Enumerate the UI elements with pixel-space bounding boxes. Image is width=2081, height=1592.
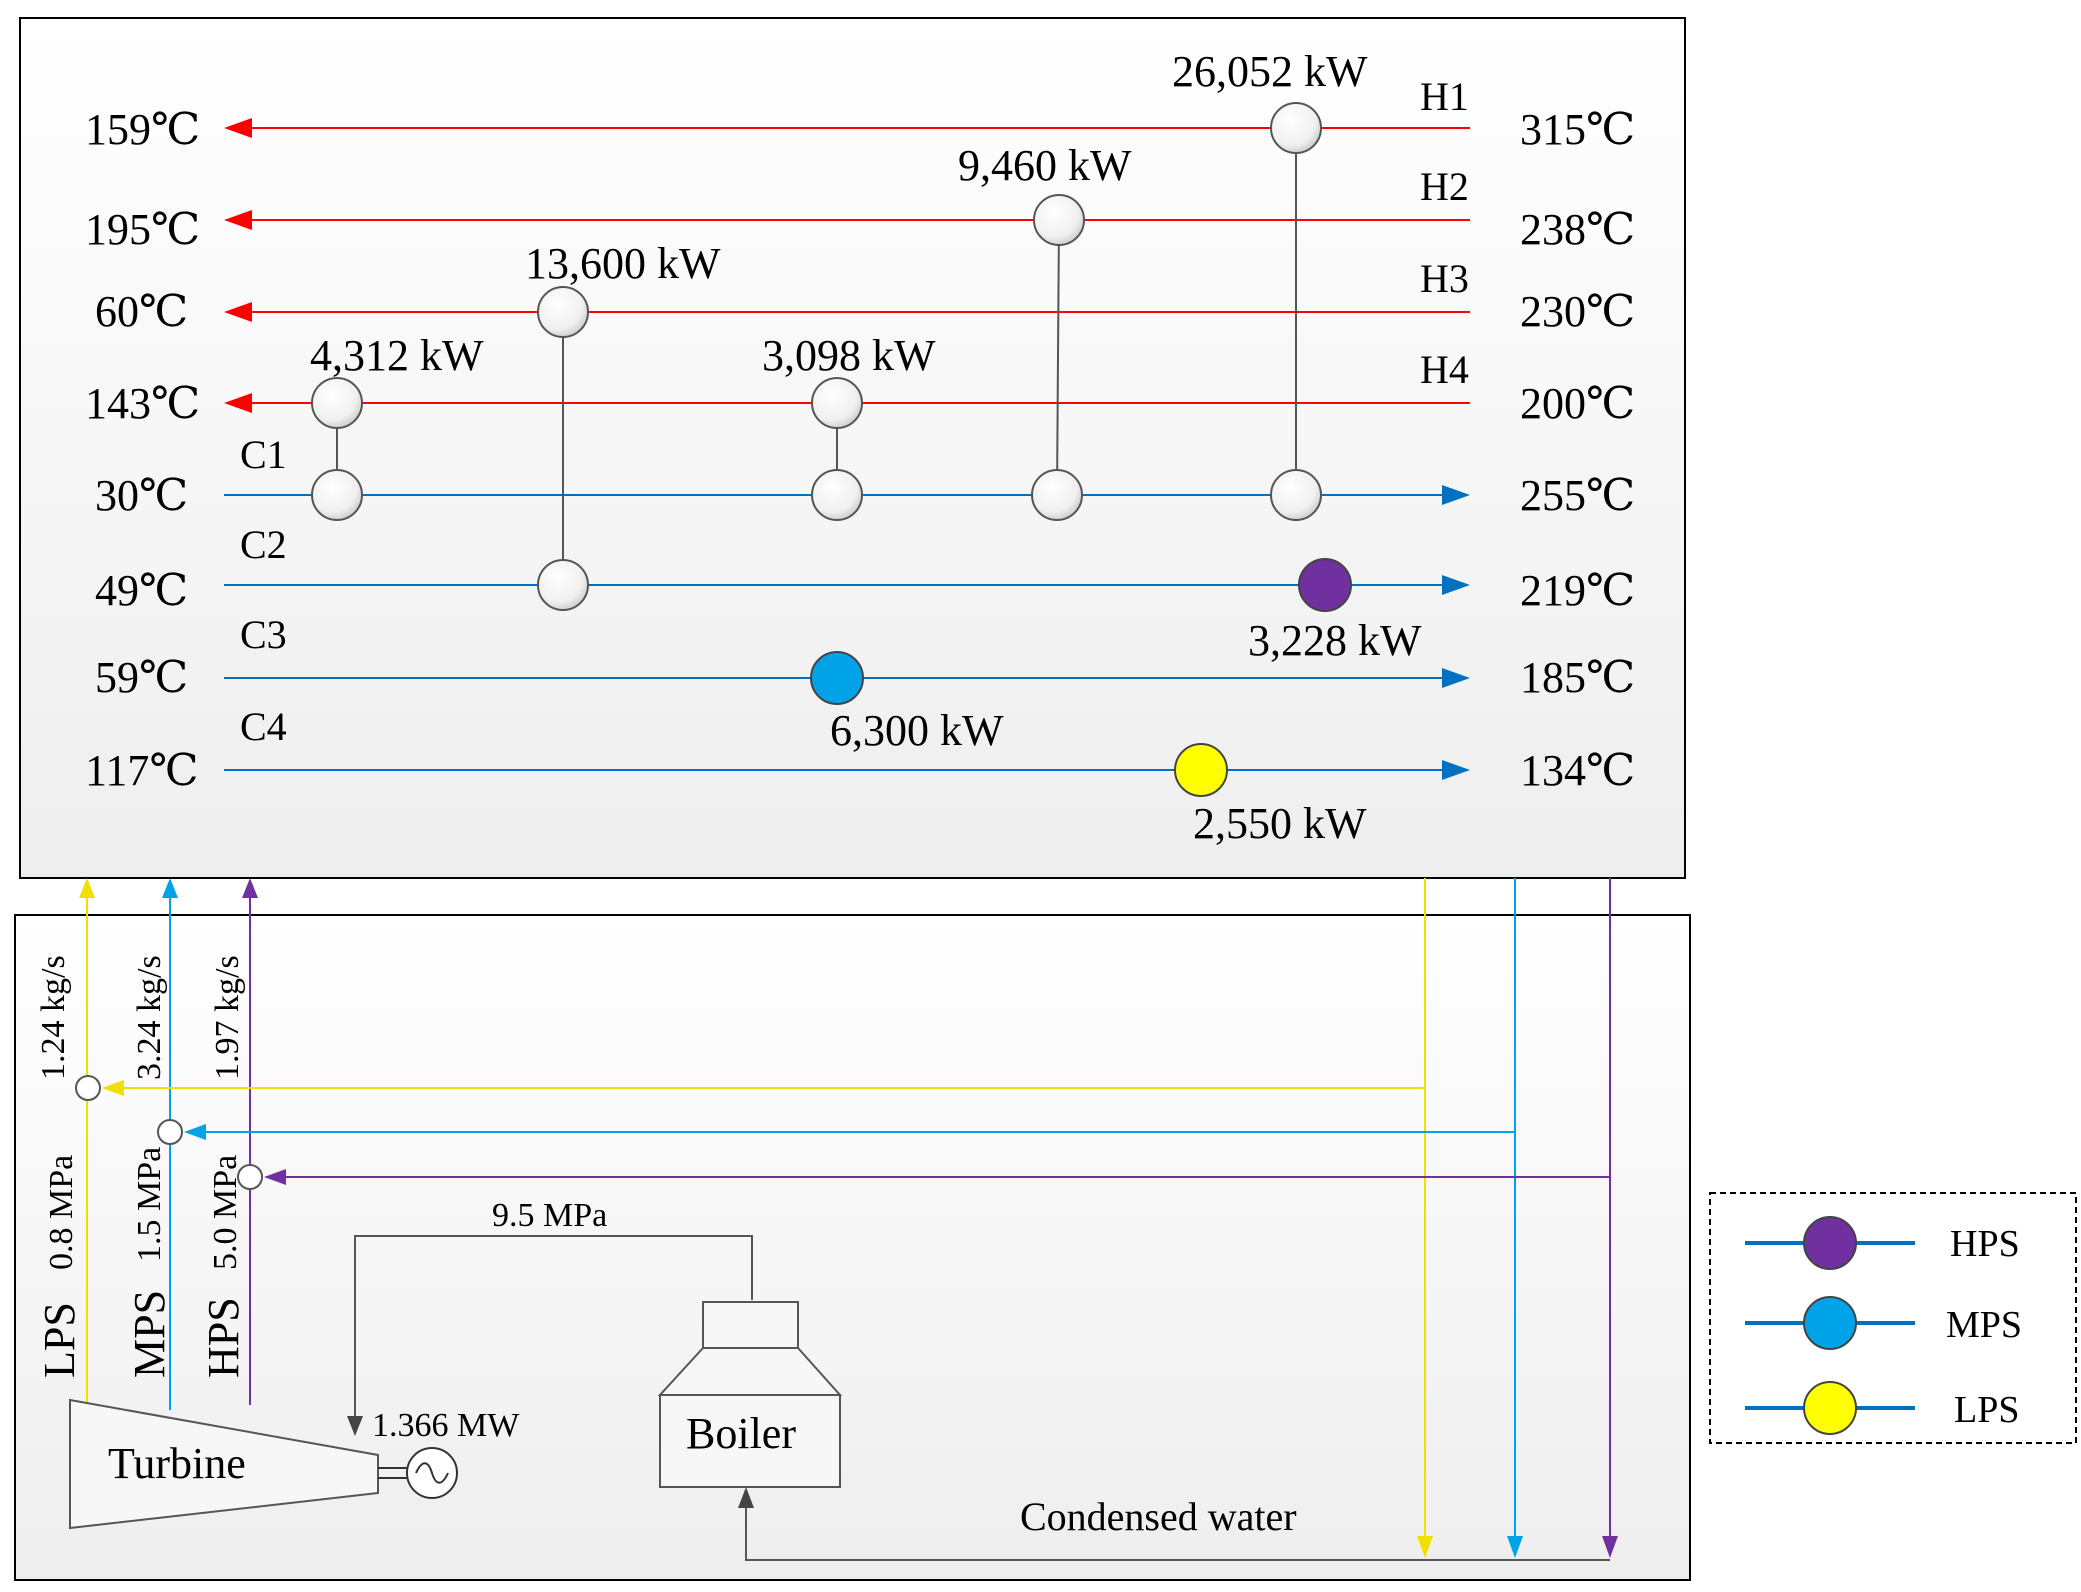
condensate-return-hps [264, 878, 1618, 1558]
legend-label: HPS [1950, 1223, 2020, 1265]
generator-power: 1.366 MW [372, 1407, 520, 1444]
steam-supply-lps [79, 878, 95, 1405]
heater-lps-c4: 2,550 kW [1174, 743, 1367, 848]
legend-box [1709, 1192, 2077, 1444]
lps-valve [75, 1075, 101, 1101]
condensate-return-lps [102, 878, 1433, 1558]
cold-stream-c3: C3 59℃ 185℃ [95, 612, 1635, 702]
mps-legend-marker [1803, 1296, 1857, 1350]
condensed-water-label: Condensed water [1020, 1494, 1297, 1539]
inlet-temperature: 230℃ [1520, 287, 1635, 336]
hot-stream-label: H2 [1420, 164, 1469, 209]
steam-supply-mps [162, 878, 178, 1410]
heater-mps-c3: 6,300 kW [810, 651, 1004, 755]
cold-stream-label: C3 [240, 612, 287, 657]
exchanger-duty: 26,052 kW [1172, 47, 1368, 96]
outlet-temperature: 134℃ [1520, 746, 1635, 795]
heater-duty: 2,550 kW [1193, 799, 1367, 848]
turbine-label: Turbine [108, 1439, 246, 1488]
inlet-temperature: 315℃ [1520, 105, 1635, 154]
turbine: Turbine [69, 1398, 379, 1530]
heater-duty: 6,300 kW [830, 706, 1004, 755]
hot-stream-h1: H1 315℃ 159℃ [85, 74, 1635, 154]
hps-label: HPS [199, 1297, 248, 1378]
exchanger-h2-c1-9460: 9,460 kW [958, 141, 1132, 521]
exchanger-duty: 13,600 kW [525, 239, 721, 288]
outlet-temperature: 219℃ [1520, 566, 1635, 615]
inlet-temperature: 49℃ [95, 566, 188, 615]
hot-stream-label: H1 [1420, 74, 1469, 119]
lps-pressure: 0.8 MPa [43, 1155, 80, 1270]
cold-stream-label: C4 [240, 704, 287, 749]
exchanger-h3-c2-13600: 13,600 kW [525, 239, 721, 611]
legend-lps: LPS [1745, 1381, 2019, 1435]
outlet-temperature: 60℃ [95, 287, 188, 336]
hot-stream-h2: H2 238℃ 195℃ [85, 164, 1635, 254]
exchanger-duty: 4,312 kW [310, 331, 484, 380]
hps-legend-marker [1803, 1216, 1857, 1270]
inlet-temperature: 117℃ [85, 746, 199, 795]
heater-hps-c2: 3,228 kW [1248, 558, 1422, 665]
mps-pressure: 1.5 MPa [131, 1147, 168, 1262]
cold-stream-c4: C4 117℃ 134℃ [85, 704, 1635, 795]
outlet-temperature: 143℃ [85, 379, 200, 428]
inlet-temperature: 59℃ [95, 653, 188, 702]
inlet-temperature: 238℃ [1520, 205, 1635, 254]
legend-hps: HPS [1745, 1216, 2020, 1270]
exchanger-h4-c1-4312: 4,312 kW [310, 331, 484, 521]
mps-label: MPS [125, 1290, 174, 1378]
steam-supply-hps [242, 878, 258, 1405]
lps-flow: 1.24 kg/s [35, 955, 72, 1080]
legend-label: LPS [1954, 1389, 2019, 1431]
mps-flow: 3.24 kg/s [131, 955, 168, 1080]
inlet-temperature: 200℃ [1520, 379, 1635, 428]
heater-duty: 3,228 kW [1248, 616, 1422, 665]
condensate-return-mps [184, 878, 1523, 1558]
hot-stream-label: H3 [1420, 256, 1469, 301]
outlet-temperature: 195℃ [85, 205, 200, 254]
legend-label: MPS [1946, 1304, 2022, 1346]
outlet-temperature: 255℃ [1520, 471, 1635, 520]
exchanger-h1-c1-26052: 26,052 kW [1172, 47, 1368, 521]
cold-stream-label: C1 [240, 432, 287, 477]
hps-pressure: 5.0 MPa [207, 1155, 244, 1270]
exchanger-duty: 9,460 kW [958, 141, 1132, 190]
mps-valve [157, 1119, 183, 1145]
hot-stream-h3: H3 230℃ 60℃ [95, 256, 1635, 336]
exchanger-h4-c1-3098: 3,098 kW [762, 331, 936, 521]
boiler-label: Boiler [686, 1409, 796, 1458]
outlet-temperature: 185℃ [1520, 653, 1635, 702]
steam-labels: 1.24 kg/s 3.24 kg/s 1.97 kg/s 0.8 MPa 1.… [35, 955, 248, 1378]
lps-legend-marker [1803, 1381, 1857, 1435]
inlet-temperature: 30℃ [95, 471, 188, 520]
hps-flow: 1.97 kg/s [209, 955, 246, 1080]
boiler: Boiler [657, 1301, 843, 1488]
condensed-water-line: Condensed water [738, 1487, 1610, 1561]
hot-stream-label: H4 [1420, 347, 1469, 392]
boiler-steam-line: 9.5 MPa [347, 1197, 753, 1436]
outlet-temperature: 159℃ [85, 105, 200, 154]
network-panel [19, 17, 1686, 879]
generator: 1.366 MW [372, 1407, 520, 1499]
exchanger-duty: 3,098 kW [762, 331, 936, 380]
cold-stream-label: C2 [240, 522, 287, 567]
boiler-pressure: 9.5 MPa [492, 1197, 607, 1234]
hps-valve [237, 1164, 263, 1190]
cold-stream-c2: C2 49℃ 219℃ [95, 522, 1635, 615]
lps-label: LPS [35, 1302, 84, 1378]
legend-mps: MPS [1745, 1296, 2022, 1350]
